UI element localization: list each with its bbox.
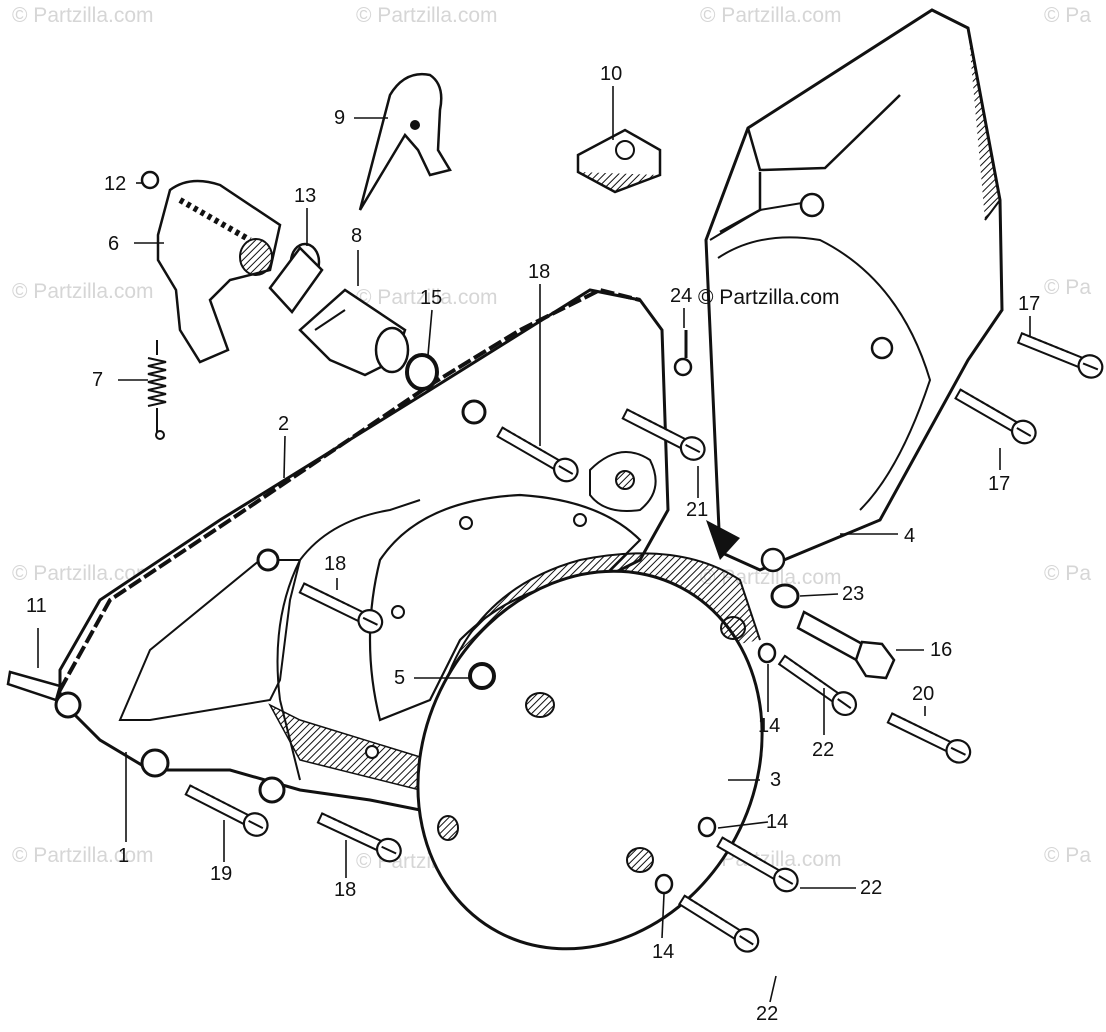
callout-18c: 18 [334,879,357,901]
callout-22c: 22 [756,1003,779,1025]
bolt-20 [884,707,976,768]
callout-15: 15 [420,287,443,309]
callout-22b: 22 [860,877,883,899]
lifter-lever [156,179,282,364]
callout-4: 4 [904,525,916,547]
watermark: © Partzilla.com [12,280,154,303]
shift-fork [358,72,452,211]
callout-11: 11 [26,595,47,617]
watermark: © Partzilla.com [700,4,842,27]
lifter-piece [298,288,410,377]
watermark: © Partzilla.com [356,286,498,309]
dowel-pin [6,670,62,702]
callout-7: 7 [92,369,104,391]
callout-24: 24 [670,285,693,307]
callout-8: 8 [351,225,363,247]
callout-10: 10 [600,63,623,85]
watermark: © Partzilla.com [12,4,154,27]
nut-clip [576,128,662,194]
callout-5: 5 [394,667,406,689]
hex-bolt [796,610,896,680]
bolt-22c [675,889,764,958]
brand-label: © Partzilla.com [698,286,840,309]
sprocket-cover [704,8,1004,573]
callout-20: 20 [912,683,935,705]
watermark: © Pa [1044,844,1091,867]
callout-18a: 18 [528,261,551,283]
callout-6: 6 [108,233,120,255]
small-o-ring [757,642,777,664]
bolt-22a [774,649,862,721]
watermark: © Partzilla.com [356,4,498,27]
callout-3: 3 [770,769,782,791]
bolt-22b [713,831,803,897]
steel-ball [140,170,160,190]
callout-13: 13 [294,185,317,207]
callout-9: 9 [334,107,346,129]
callout-12: 12 [104,173,127,195]
watermark: © Pa [1044,4,1091,27]
watermark: © Partzilla.com [12,562,154,585]
callout-18b: 18 [324,553,347,575]
return-spring [147,340,167,440]
small-o-ring [697,816,717,838]
small-screw [673,330,693,377]
callout-14a: 14 [758,715,781,737]
inspection-cover [416,552,764,951]
callout-19: 19 [210,863,233,885]
bolt-19 [181,779,273,841]
callout-14c: 14 [652,941,675,963]
callout-21: 21 [686,499,709,521]
leader-lines [37,86,1031,1003]
bolt-17b [951,383,1041,449]
grommet [468,662,496,690]
small-o-ring [654,873,674,895]
callout-16: 16 [930,639,953,661]
bolt-18c [314,806,406,867]
callout-2: 2 [278,413,290,435]
callout-17b: 17 [988,473,1011,495]
watermark: © Partzilla.com [12,844,154,867]
watermark: © Pa [1044,562,1091,585]
callout-14b: 14 [766,811,789,833]
watermark: © Pa [1044,276,1091,299]
callout-22a: 22 [812,739,835,761]
callout-17a: 17 [1018,293,1041,315]
callout-23: 23 [842,583,865,605]
o-ring [405,353,439,391]
callout-1: 1 [118,845,130,867]
washer [770,583,800,609]
lifter-collar [268,242,324,314]
